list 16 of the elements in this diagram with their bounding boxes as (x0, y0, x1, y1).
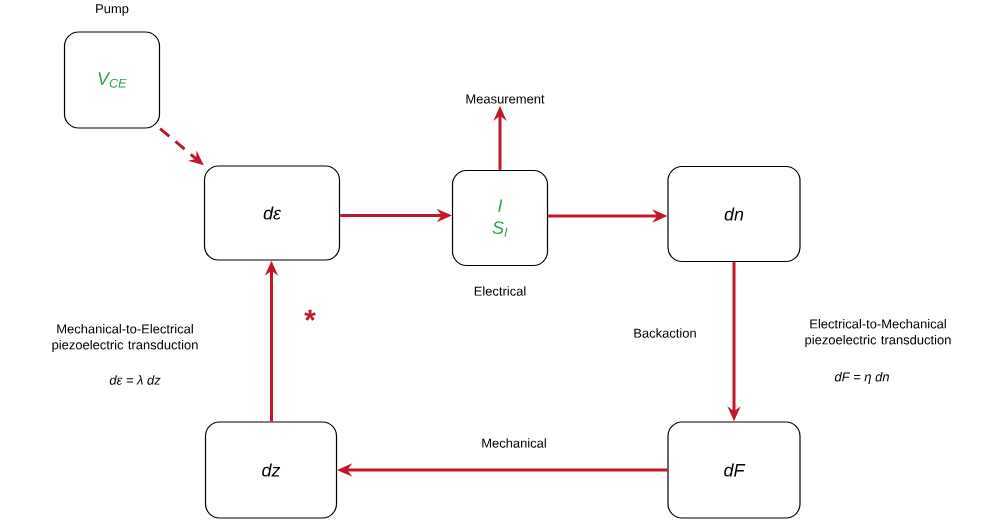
edge-label: Backaction (632, 327, 698, 339)
equation: dF = η dn (834, 371, 889, 385)
process-box: dz (204, 421, 338, 519)
process-box: dn (667, 165, 801, 263)
process-box: V$_{CE}$ (63, 31, 161, 129)
output-label: Measurement (466, 94, 545, 104)
edge-label: Mechanical (480, 437, 548, 449)
node-heading: Pump (96, 4, 129, 16)
process-box: I S$_{I}$ (451, 169, 549, 267)
annotation: Electrical-to-Mechanical piezoelectric transduction (805, 319, 951, 347)
edge-label: * (303, 308, 317, 332)
annotation: Mechanical-to-Electrical piezoelectric transduction (52, 324, 198, 352)
node-caption: Electrical (474, 286, 526, 296)
equation: dε = λ dz (109, 375, 161, 385)
process-box: dε (203, 165, 341, 261)
process-box: dF (667, 421, 801, 519)
